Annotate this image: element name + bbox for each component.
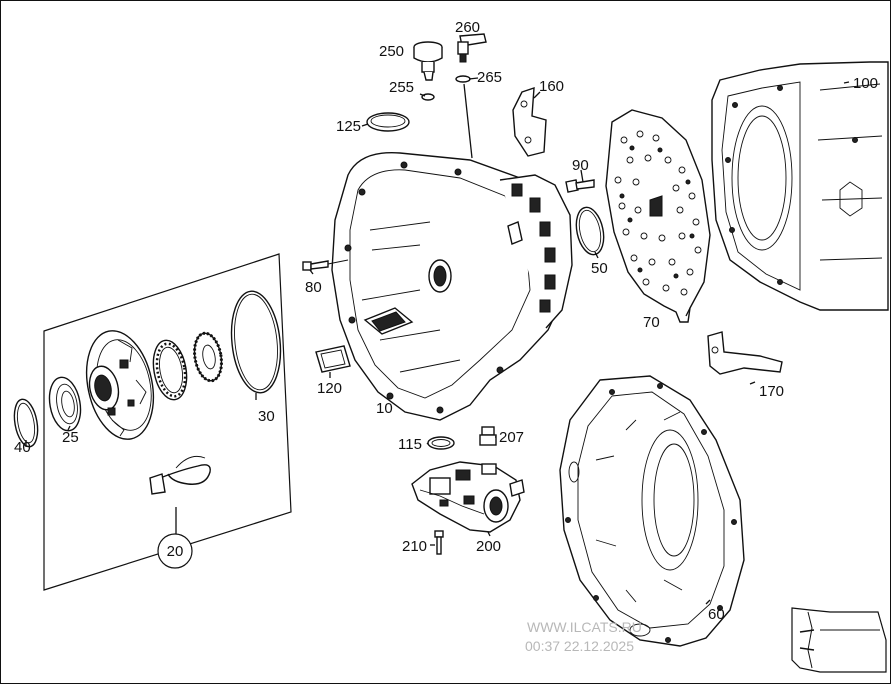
part-30-large-oring[interactable] [227,289,285,395]
label-160[interactable]: 160 [539,78,564,95]
label-125[interactable]: 125 [336,118,361,135]
part-265-oring[interactable] [455,75,471,83]
watermark-timestamp: 00:37 22.12.2025 [525,638,634,654]
part-70-plate[interactable] [605,109,711,323]
part-160-bracket[interactable] [512,87,547,157]
label-210[interactable]: 210 [402,538,427,555]
label-207[interactable]: 207 [499,429,524,446]
label-20[interactable]: 20 [167,543,184,560]
label-40[interactable]: 40 [14,439,31,456]
watermark-site: WWW.ILCATS.RU [527,619,642,635]
label-200[interactable]: 200 [476,538,501,555]
label-60[interactable]: 60 [708,606,725,623]
part-inner-gear[interactable] [191,331,225,383]
part-80-bolt[interactable] [302,259,349,271]
label-120[interactable]: 120 [317,380,342,397]
label-265[interactable]: 265 [477,69,502,86]
part-oil-pump[interactable] [77,325,162,446]
leader-260-housing [463,83,473,159]
label-10[interactable]: 10 [376,400,393,417]
leader-lines [25,77,850,605]
transmission-thumbnail [791,607,887,673]
label-100[interactable]: 100 [853,75,878,92]
part-cable-tie[interactable] [149,455,211,495]
label-170[interactable]: 170 [759,383,784,400]
label-250[interactable]: 250 [379,43,404,60]
part-115-oring[interactable] [427,436,455,450]
label-80[interactable]: 80 [305,279,322,296]
label-30[interactable]: 30 [258,408,275,425]
part-ring-gear[interactable] [149,338,191,403]
label-70[interactable]: 70 [643,314,660,331]
part-25-seal[interactable] [46,375,85,433]
kit-box-20 [43,253,292,591]
label-50[interactable]: 50 [591,260,608,277]
part-120-gasket[interactable] [315,345,351,373]
part-40-oring[interactable] [11,397,41,448]
part-207-fitting[interactable] [479,426,497,446]
part-200-valve-block[interactable] [411,461,525,533]
part-60-bell-housing[interactable] [559,375,745,647]
label-115[interactable]: 115 [398,436,422,453]
part-10-main-housing[interactable] [331,151,573,421]
label-90[interactable]: 90 [572,157,589,174]
part-210-bolt[interactable] [434,530,444,555]
callout-circle-20 [157,533,193,569]
label-255[interactable]: 255 [389,79,414,96]
part-90-bolt[interactable] [565,179,595,193]
label-260[interactable]: 260 [455,19,480,36]
part-250-cap[interactable] [413,41,443,81]
label-25[interactable]: 25 [62,429,79,446]
part-125-ring[interactable] [366,112,410,132]
part-transmission-case[interactable] [711,61,889,311]
part-260-breather[interactable] [457,33,487,63]
part-50-oring[interactable] [572,205,607,257]
callout-labels: 260 250 255 265 160 100 125 90 50 70 80 … [14,19,878,623]
part-170-bracket[interactable] [707,331,783,375]
